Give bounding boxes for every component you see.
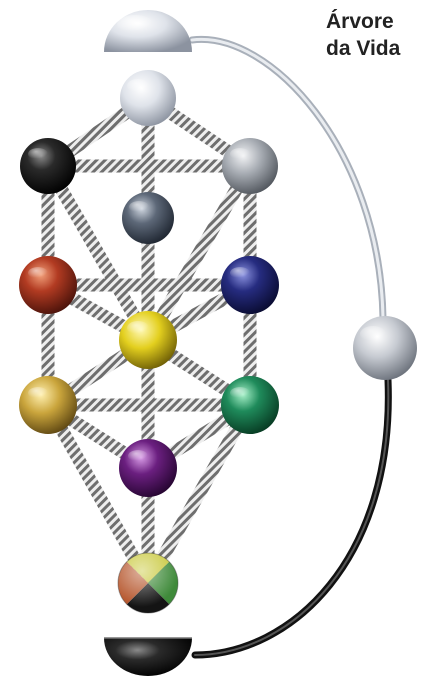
- sphere-yellow-center: [119, 311, 177, 369]
- sphere-red: [19, 256, 77, 314]
- sphere-top-white: [120, 70, 176, 126]
- sphere-quartered-base: [118, 553, 178, 613]
- sphere-gray: [222, 138, 278, 194]
- sphere-hidden-slate: [122, 192, 174, 244]
- sphere-black: [20, 138, 76, 194]
- sphere-gold: [19, 376, 77, 434]
- sphere-blue: [221, 256, 279, 314]
- sphere-purple: [119, 439, 177, 497]
- hemisphere-top-white: [104, 10, 192, 52]
- hemisphere-bottom-black: [104, 638, 192, 676]
- sphere-arc-silver: [353, 316, 417, 380]
- sphere-green: [221, 376, 279, 434]
